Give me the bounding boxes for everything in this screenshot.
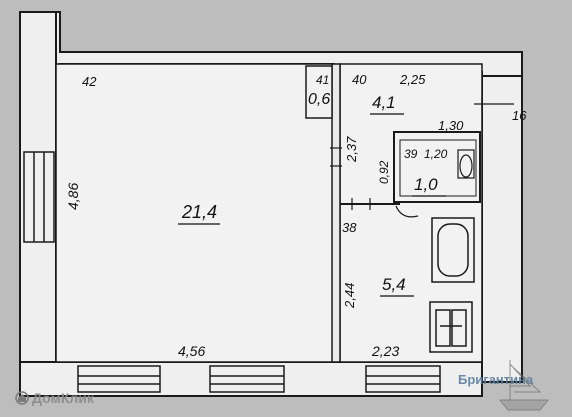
living-room-area: 21,4 xyxy=(181,202,217,222)
west-window xyxy=(23,151,55,243)
label-42: 42 xyxy=(82,74,97,89)
door-swing xyxy=(395,205,419,218)
label-41: 41 xyxy=(316,73,329,87)
kitchen-height-dim: 2,44 xyxy=(342,283,357,309)
toilet-fixture xyxy=(457,149,475,179)
watermark-brigantina: Бригантина xyxy=(458,372,534,387)
wc-area: 1,0 xyxy=(414,175,438,194)
label-39: 39 xyxy=(404,147,418,161)
wc-height-dim: 0,92 xyxy=(377,160,391,184)
label-38: 38 xyxy=(342,220,357,235)
domclick-logo xyxy=(15,391,29,405)
living-height-dim: 4,86 xyxy=(65,183,81,210)
brigantina-ship-icon xyxy=(498,360,550,411)
living-width-dim: 4,56 xyxy=(178,343,205,359)
hall-width-dim: 2,25 xyxy=(399,72,426,87)
label-16: 16 xyxy=(512,108,527,123)
hall-depth-dim: 2,37 xyxy=(344,136,359,163)
bathtub-fixture xyxy=(431,217,475,283)
wc-width-dim: 1,20 xyxy=(424,147,448,161)
south-windows xyxy=(77,365,441,393)
closet-area: 0,6 xyxy=(308,91,330,108)
wall-1-30-dim: 1,30 xyxy=(438,118,464,133)
partition-wall xyxy=(331,63,341,363)
right-zone-floor xyxy=(339,63,483,363)
hall-area: 4,1 xyxy=(372,93,396,112)
living-room-floor xyxy=(55,63,335,363)
watermark-domclick: ДомКлик xyxy=(32,390,95,406)
closet-outline xyxy=(305,65,333,119)
label-40: 40 xyxy=(352,72,367,87)
kitchen-area: 5,4 xyxy=(382,275,406,294)
kitchen-width-dim: 2,23 xyxy=(371,343,399,359)
stove-fixture xyxy=(429,301,473,353)
wc-outline xyxy=(393,131,481,203)
